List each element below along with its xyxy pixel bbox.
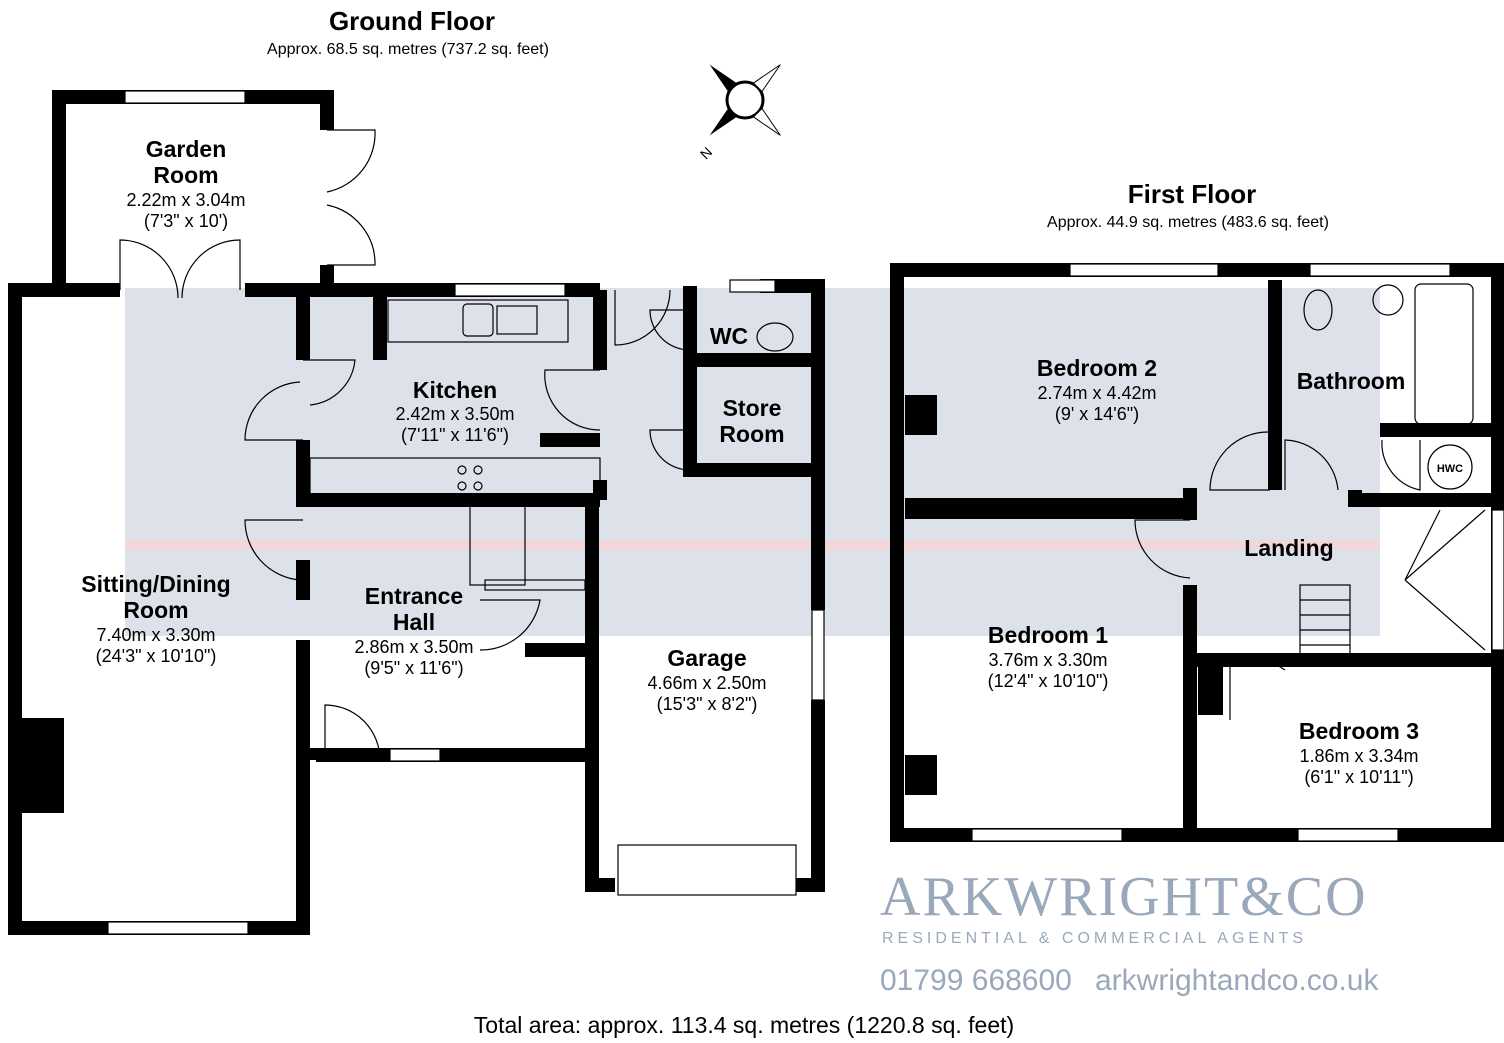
watermark-logo: ARKWRIGHT&CO RESIDENTIAL & COMMERCIAL AG… [880, 866, 1379, 997]
room-garden-room: Garden Room 2.22m x 3.04m (7'3" x 10') [126, 136, 245, 231]
watermark-website: arkwrightandco.co.uk [1095, 964, 1379, 997]
compass-icon [709, 64, 781, 136]
window [1069, 263, 1219, 277]
first-floor-fixtures [1134, 283, 1486, 720]
room-sitting-dining: Sitting/Dining Room 7.40m x 3.30m (24'3"… [81, 571, 230, 666]
room-store-room: Store Room [719, 395, 784, 447]
watermark-band [125, 288, 1380, 636]
svg-text:Garage: Garage [667, 645, 746, 671]
svg-text:(6'1" x 10'11"): (6'1" x 10'11") [1304, 767, 1413, 787]
svg-text:(9'5" x 11'6"): (9'5" x 11'6") [364, 658, 463, 678]
svg-text:Room: Room [123, 597, 188, 623]
room-garage: Garage 4.66m x 2.50m (15'3" x 8'2") [647, 645, 766, 714]
svg-text:Bedroom 3: Bedroom 3 [1299, 718, 1419, 744]
window [389, 748, 441, 762]
window [1491, 509, 1504, 651]
svg-text:Bedroom 2: Bedroom 2 [1037, 355, 1157, 381]
window [454, 283, 566, 297]
svg-text:(7'11" x 11'6"): (7'11" x 11'6") [401, 425, 509, 445]
watermark-brand: ARKWRIGHT&CO [880, 866, 1368, 928]
window [811, 609, 825, 701]
svg-text:Entrance: Entrance [365, 583, 463, 609]
svg-text:(24'3" x 10'10"): (24'3" x 10'10") [96, 646, 217, 666]
room-landing: Landing [1244, 535, 1333, 561]
room-bedroom-2: Bedroom 2 2.74m x 4.42m (9' x 14'6") [1037, 355, 1157, 424]
hwc-label: HWC [1437, 463, 1463, 475]
svg-text:Kitchen: Kitchen [413, 377, 497, 403]
svg-text:2.86m x 3.50m: 2.86m x 3.50m [354, 637, 473, 657]
svg-text:2.22m x 3.04m: 2.22m x 3.04m [126, 190, 245, 210]
room-kitchen: Kitchen 2.42m x 3.50m (7'11" x 11'6") [395, 377, 514, 445]
svg-text:(15'3" x 8'2"): (15'3" x 8'2") [657, 694, 758, 714]
watermark-tagline: RESIDENTIAL & COMMERCIAL AGENTS [882, 930, 1307, 947]
first-floor-title: First Floor [1128, 179, 1257, 209]
svg-text:7.40m x 3.30m: 7.40m x 3.30m [96, 625, 215, 645]
window [729, 279, 776, 293]
svg-text:Sitting/Dining: Sitting/Dining [81, 571, 230, 597]
room-bathroom: Bathroom [1297, 368, 1406, 394]
svg-text:WC: WC [710, 323, 748, 349]
svg-text:2.42m x 3.50m: 2.42m x 3.50m [395, 404, 514, 424]
ground-floor-area: Approx. 68.5 sq. metres (737.2 sq. feet) [267, 41, 549, 58]
svg-text:(9' x 14'6"): (9' x 14'6") [1055, 404, 1139, 424]
svg-text:Bathroom: Bathroom [1297, 368, 1406, 394]
kitchen-units [309, 299, 794, 591]
svg-text:Landing: Landing [1244, 535, 1333, 561]
window [971, 828, 1123, 842]
ground-floor-title: Ground Floor [329, 6, 495, 36]
svg-text:3.76m x 3.30m: 3.76m x 3.30m [988, 650, 1107, 670]
svg-text:Hall: Hall [393, 609, 435, 635]
room-bedroom-1: Bedroom 1 3.76m x 3.30m (12'4" x 10'10") [988, 622, 1109, 691]
first-floor-area: Approx. 44.9 sq. metres (483.6 sq. feet) [1047, 214, 1329, 231]
room-entrance-hall: Entrance Hall 2.86m x 3.50m (9'5" x 11'6… [354, 583, 473, 678]
svg-text:Bedroom 1: Bedroom 1 [988, 622, 1108, 648]
total-area: Total area: approx. 113.4 sq. metres (12… [474, 1012, 1014, 1038]
compass-north-label: N [697, 144, 715, 162]
svg-text:Room: Room [153, 162, 218, 188]
svg-text:(12'4" x 10'10"): (12'4" x 10'10") [988, 671, 1109, 691]
svg-text:Room: Room [719, 421, 784, 447]
doors [119, 129, 691, 761]
window [1309, 263, 1451, 277]
svg-text:4.66m x 2.50m: 4.66m x 2.50m [647, 673, 766, 693]
room-bedroom-3: Bedroom 3 1.86m x 3.34m (6'1" x 10'11") [1299, 718, 1419, 787]
svg-text:(7'3" x 10'): (7'3" x 10') [144, 211, 228, 231]
svg-text:Garden: Garden [146, 136, 227, 162]
window [107, 921, 249, 935]
room-wc: WC [710, 323, 748, 349]
garage-door [617, 844, 797, 896]
svg-text:Store: Store [723, 395, 782, 421]
watermark-phone: 01799 668600 [880, 964, 1072, 997]
window [124, 90, 246, 104]
svg-text:1.86m x 3.34m: 1.86m x 3.34m [1299, 746, 1418, 766]
svg-text:2.74m x 4.42m: 2.74m x 4.42m [1037, 383, 1156, 403]
window [1297, 828, 1399, 842]
